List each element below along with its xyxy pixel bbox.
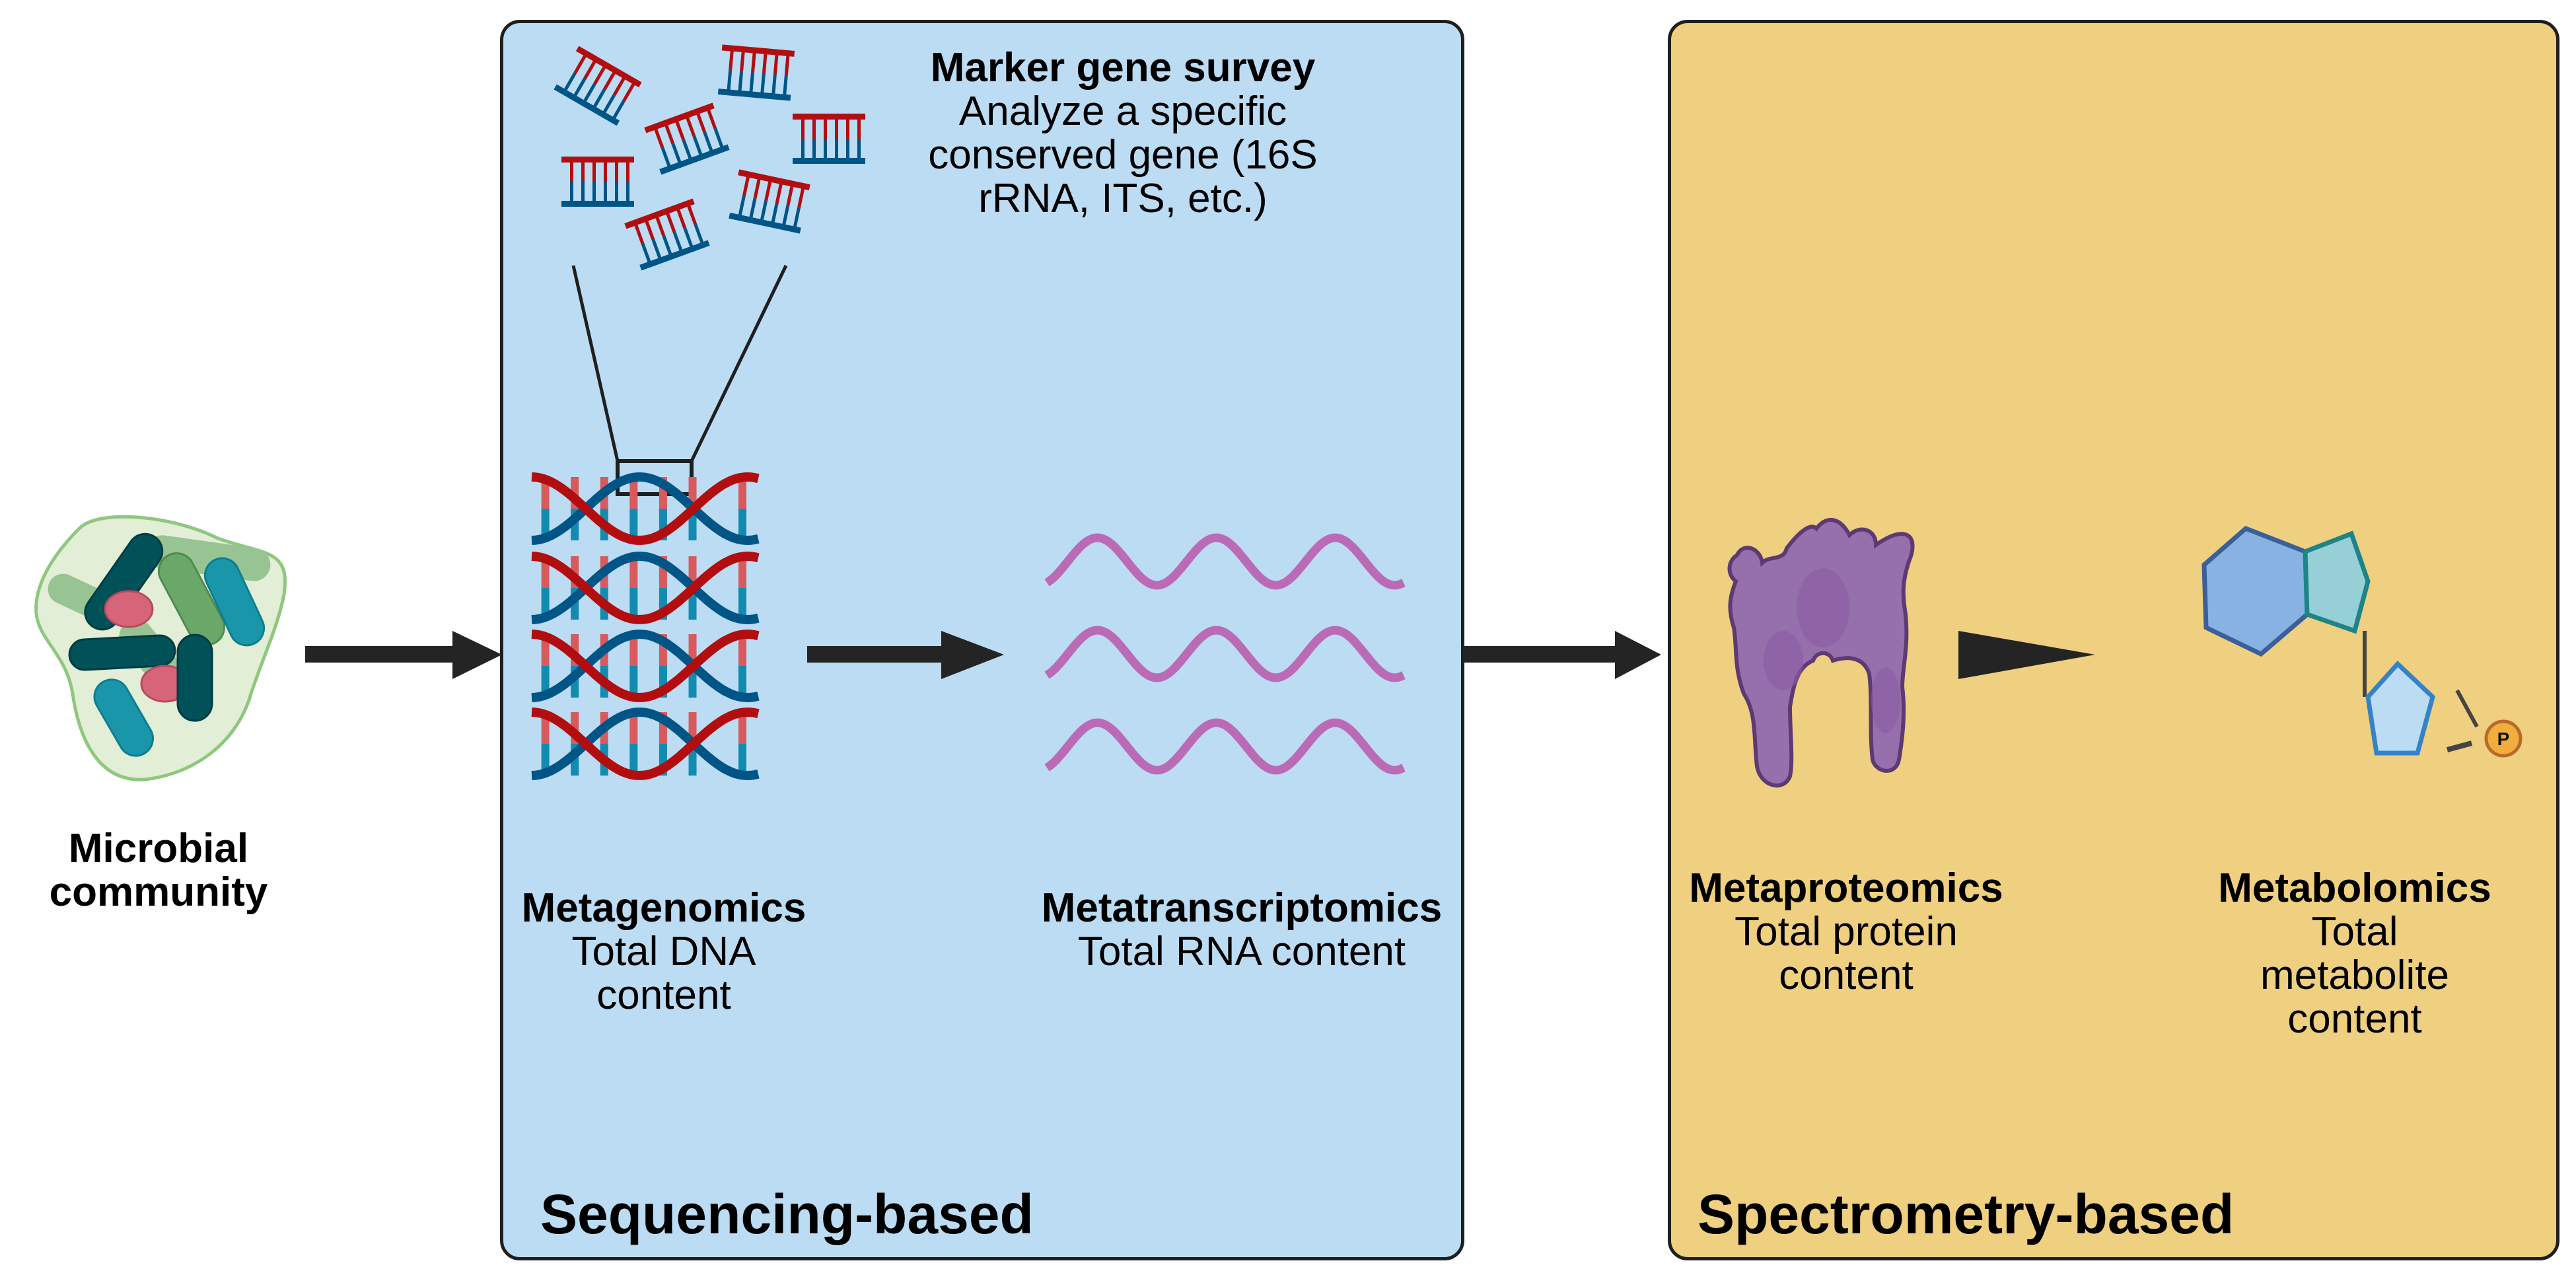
- metagenomics-description: Total DNA content: [571, 929, 756, 1018]
- rna-strands-icon: [1044, 533, 1406, 775]
- protein-icon: [1727, 518, 1915, 788]
- metabolomics-description: Total metabolite content: [2260, 909, 2450, 1042]
- arrow-to-metaproteomics: [1463, 631, 1661, 679]
- arrow-to-metagenomics: [305, 631, 502, 679]
- gene-fragment-icon: [644, 102, 730, 175]
- rna-strand: [1044, 533, 1406, 590]
- phosphate-label: P: [2497, 729, 2510, 749]
- metabolomics-label: Metabolomics Total metabolite content: [2200, 867, 2510, 1041]
- metatranscriptomics-label: Metatranscriptomics Total RNA content: [1020, 887, 1463, 974]
- dna-helix: [531, 707, 760, 781]
- sequencing-based-title: Sequencing-based: [540, 1183, 1034, 1245]
- gene-fragment-icon: [717, 44, 795, 101]
- microbial-community-title: Microbial community: [49, 826, 268, 915]
- metabolomics-title: Metabolomics: [2218, 865, 2491, 911]
- dna-helix: [531, 472, 760, 546]
- marker-gene-survey-title: Marker gene survey: [930, 45, 1316, 91]
- gene-fragment-icon: [793, 114, 865, 164]
- gene-fragment-icon: [624, 198, 710, 271]
- metaproteomics-label: Metaproteomics Total protein content: [1674, 867, 2018, 997]
- metagenomics-title: Metagenomics: [521, 885, 806, 931]
- arrow-to-metabolomics: [1958, 631, 2095, 679]
- spectrometry-based-title: Spectrometry-based: [1698, 1183, 2235, 1245]
- gene-fragment-icon: [729, 169, 810, 234]
- marker-gene-survey-label: Marker gene survey Analyze a specific co…: [892, 46, 1354, 221]
- metagenomics-label: Metagenomics Total DNA content: [499, 887, 829, 1017]
- gene-fragment-icon: [561, 157, 634, 207]
- marker-gene-survey-description: Analyze a specific conserved gene (16S r…: [928, 89, 1318, 221]
- dna-helix: [531, 551, 760, 625]
- zoom-callout-lines: [571, 264, 788, 496]
- metatranscriptomics-title: Metatranscriptomics: [1041, 885, 1443, 931]
- rna-strand: [1044, 626, 1406, 682]
- rna-strand: [1044, 718, 1406, 775]
- metaproteomics-title: Metaproteomics: [1689, 865, 2003, 911]
- dna-double-helix-icon: [531, 472, 760, 781]
- gene-fragment-icon: [554, 46, 642, 126]
- metatranscriptomics-description: Total RNA content: [1077, 929, 1406, 974]
- arrow-to-metatranscriptomics: [807, 631, 1004, 679]
- metabolite-molecule-icon: P: [2201, 525, 2522, 758]
- dna-helix: [531, 629, 760, 703]
- microbial-community-icon: [34, 515, 287, 781]
- metaproteomics-description: Total protein content: [1735, 909, 1958, 998]
- marker-gene-fragments: [554, 44, 865, 271]
- microbial-community-label: Microbial community: [30, 827, 287, 914]
